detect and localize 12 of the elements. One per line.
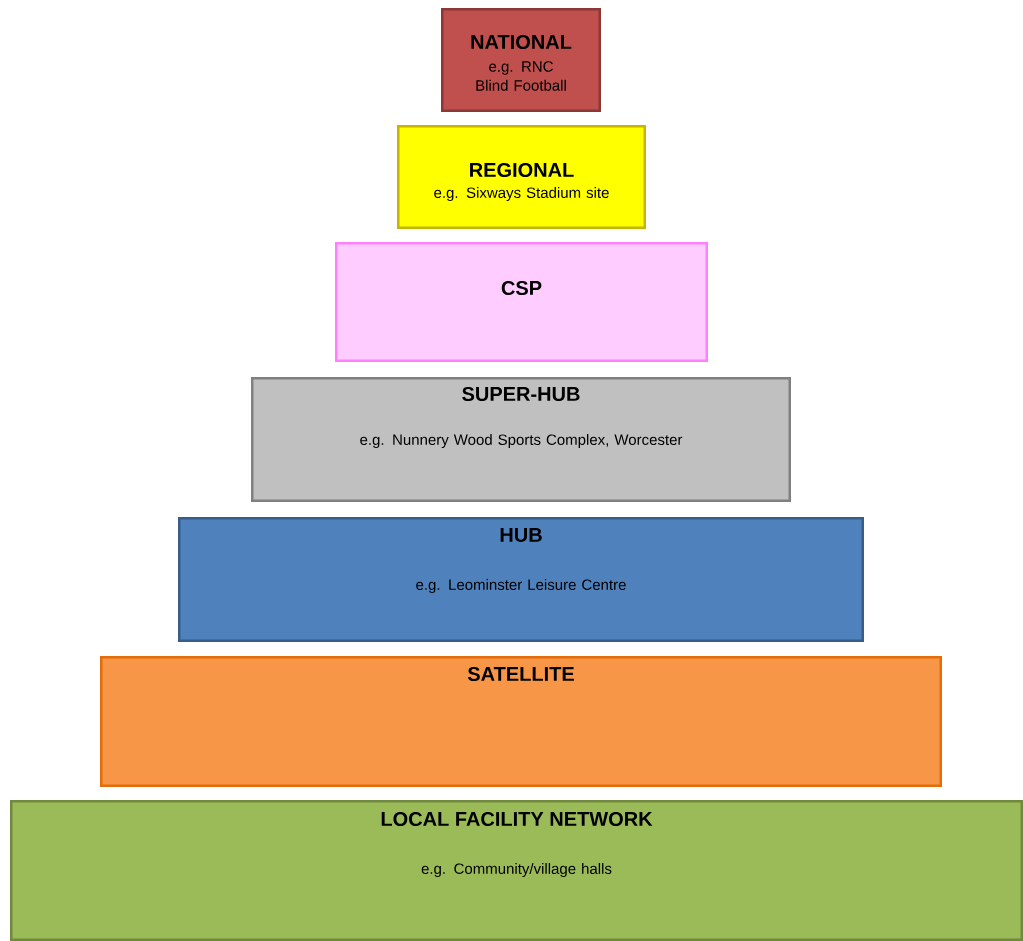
tier-heading: REGIONAL	[470, 162, 574, 178]
tier-heading: SUPER-HUB	[462, 386, 580, 402]
example-text: e.g. RNC Blind Football	[476, 61, 566, 91]
tier-heading: SATELLITE	[467, 666, 574, 682]
example-text: e.g. Nunnery Wood Sports Complex, Worcester	[360, 434, 683, 448]
tier-heading: CSP	[501, 280, 542, 296]
tier-heading: NATIONAL	[471, 34, 572, 50]
tier-heading: LOCAL FACILITY NETWORK	[381, 811, 653, 827]
tier-heading: HUB	[500, 528, 542, 542]
example-text: e.g. Community/village halls	[421, 863, 612, 877]
example-text: e.g. Sixways Stadium site	[434, 187, 609, 201]
example-text: e.g. Leominster Leisure Centre	[416, 579, 626, 593]
